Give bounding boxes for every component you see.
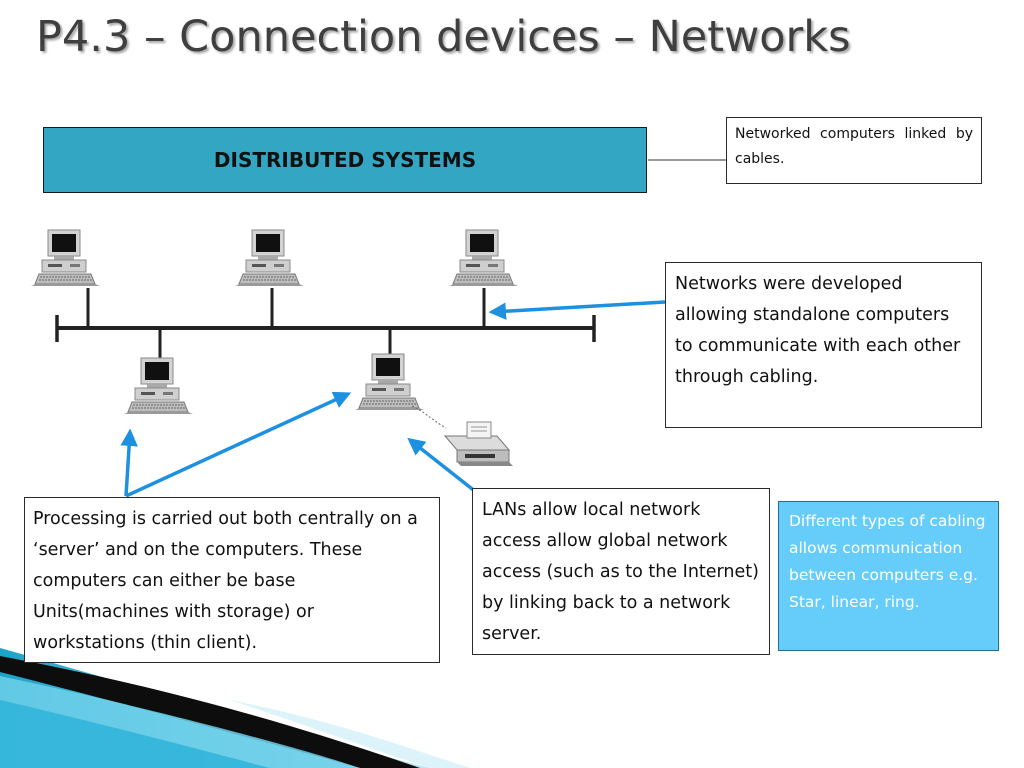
printer-cable <box>411 405 447 429</box>
arrow-to-workstation <box>120 428 138 497</box>
networked-computers-note: Networked computers linked by cables. <box>726 117 982 184</box>
desktop-computer-icon <box>354 353 425 411</box>
lans-note: LANs allow local network access allow gl… <box>472 488 770 655</box>
printer-icon <box>443 421 513 466</box>
networks-developed-note: Networks were developed allowing standal… <box>665 262 982 428</box>
desktop-computer-icon <box>30 229 101 287</box>
arrow-to-server <box>125 391 352 498</box>
desktop-computer-icon <box>448 229 519 287</box>
header-label: DISTRIBUTED SYSTEMS <box>213 148 477 172</box>
distributed-systems-header: DISTRIBUTED SYSTEMS <box>43 127 647 193</box>
desktop-computer-icon <box>123 357 194 415</box>
arrow-to-network <box>488 300 666 320</box>
desktop-computer-icon <box>234 229 305 287</box>
processing-note: Processing is carried out both centrally… <box>24 497 440 663</box>
arrow-to-printer <box>407 437 478 494</box>
cabling-types-note: Different types of cabling allows commun… <box>778 501 999 651</box>
page-title: P4.3 – Connection devices – Networks <box>36 12 851 62</box>
